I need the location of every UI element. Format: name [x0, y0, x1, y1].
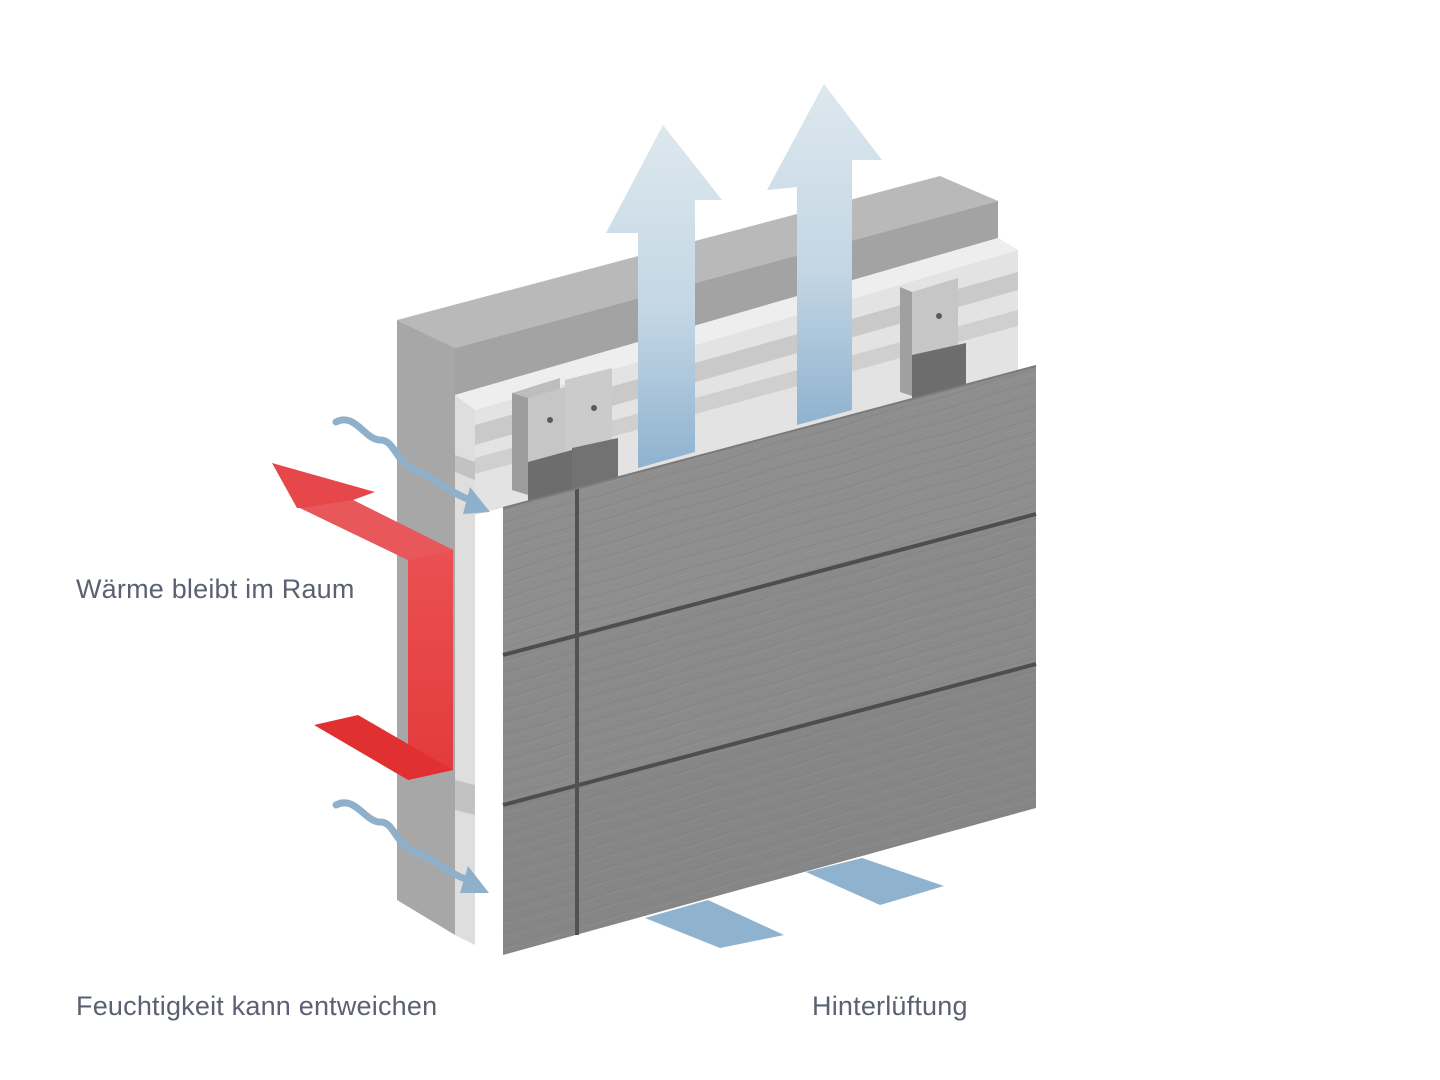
warmth-label: Wärme bleibt im Raum: [76, 574, 355, 604]
bottom-air-stream: [645, 900, 784, 948]
moisture-label: Feuchtigkeit kann entweichen: [76, 991, 438, 1021]
bottom-air-stream: [806, 858, 944, 905]
ventilation-label: Hinterlüftung: [812, 991, 968, 1021]
upward-air-arrow-icon: [767, 84, 882, 425]
insulation-top: [455, 238, 1018, 410]
insulation-stripe: [455, 780, 475, 815]
masonry-back-face: [455, 201, 998, 395]
upward-air-arrow-icon: [606, 125, 722, 468]
batten-left: [512, 368, 618, 505]
wavy-blue-arrow-icon: [332, 799, 489, 893]
wavy-blue-arrow-icon: [332, 416, 490, 514]
batten-right: [900, 278, 966, 402]
red-bent-arrow-icon: [272, 463, 453, 780]
insulation-stripe: [455, 455, 475, 480]
cladding-boards: [502, 365, 1037, 955]
